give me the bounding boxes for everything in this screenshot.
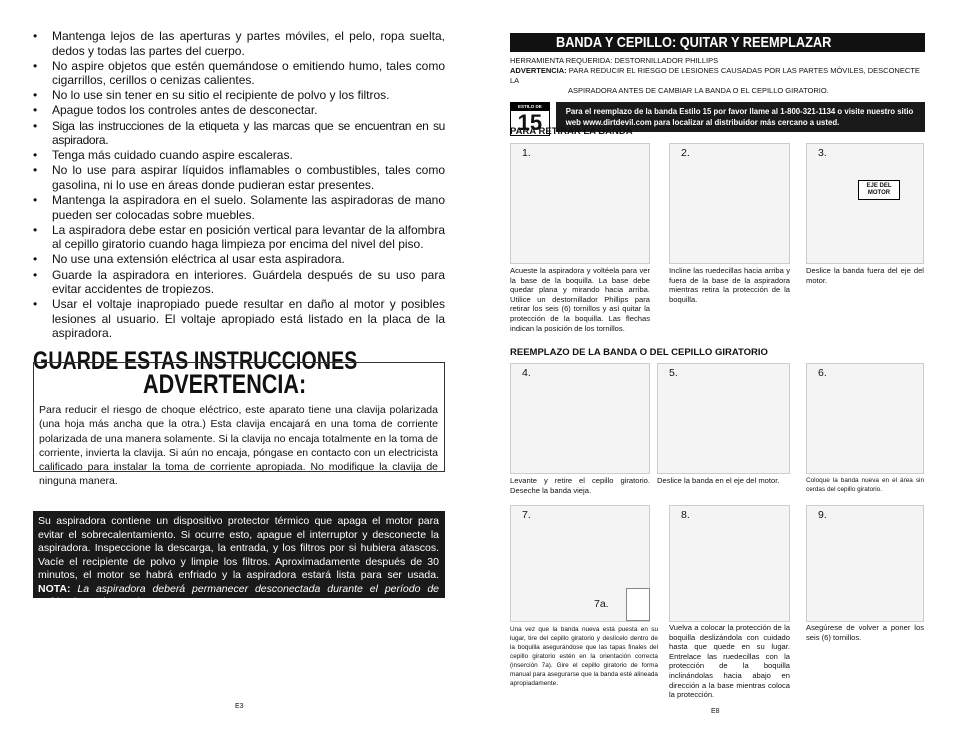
safety-bullet: No lo use para aspirar líquidos inflamab…: [33, 163, 445, 192]
step-illustration: [510, 363, 650, 474]
belt-style-note: Para el reemplazo de la banda Estilo 15 …: [555, 102, 925, 132]
belt-style-number: 15: [517, 110, 543, 135]
belt-style-badge: ESTILO DE BANDA 15: [510, 102, 550, 136]
warning-line: ADVERTENCIA: PARA REDUCIR EL RIESGO DE L…: [510, 66, 925, 96]
step-7a-label: 7a.: [594, 598, 609, 610]
safety-bullet-list: Mantenga lejos de las aperturas y partes…: [33, 29, 445, 341]
step-number: 3.: [818, 147, 827, 159]
replace-belt-heading: REEMPLAZO DE LA BANDA O DEL CEPILLO GIRA…: [510, 347, 768, 358]
step-caption: Deslice la banda fuera del eje del motor…: [806, 266, 924, 285]
warning-title: ADVERTENCIA:: [143, 369, 307, 399]
left-page: Mantenga lejos de las aperturas y partes…: [33, 29, 445, 376]
step-illustration: [669, 143, 790, 264]
step-caption: Incline las ruedecillas hacia arriba y f…: [669, 266, 790, 304]
safety-bullet: Siga las instrucciones de la etiqueta y …: [33, 119, 445, 148]
step-7a-inset: [626, 588, 650, 621]
warning-text-1: PARA REDUCIR EL RIESGO DE LESIONES CAUSA…: [510, 66, 920, 85]
section-banner: BANDA Y CEPILLO: QUITAR Y REEMPLAZAR: [510, 33, 925, 52]
warning-label: ADVERTENCIA:: [510, 66, 567, 75]
step-caption: Coloque la banda nueva en el área sin ce…: [806, 477, 924, 493]
step-illustration: [510, 505, 650, 622]
step-number: 6.: [818, 367, 827, 379]
step-caption: Deslice la banda en el eje del motor.: [657, 476, 780, 485]
warning-text: Para reducir el riesgo de choque eléctri…: [39, 404, 438, 488]
step-caption: Levante y retire el cepillo giratorio. D…: [510, 476, 650, 495]
safety-bullet: Usar el voltaje inapropiado puede result…: [33, 297, 445, 341]
thermal-text: Su aspiradora contiene un dispositivo pr…: [38, 515, 439, 581]
save-instructions-heading: GUARDE ESTAS INSTRUCCIONES: [33, 346, 358, 375]
step-number: 2.: [681, 147, 690, 159]
safety-bullet: La aspiradora debe estar en posición ver…: [33, 223, 445, 252]
step-number: 7.: [522, 509, 531, 521]
step-illustration: [657, 363, 790, 474]
step-caption: Vuelva a colocar la protección de la boq…: [669, 623, 790, 700]
safety-bullet: No use una extensión eléctrica al usar e…: [33, 252, 445, 267]
belt-style-row: ESTILO DE BANDA 15 Para el reemplazo de …: [510, 102, 925, 136]
step-number: 5.: [669, 367, 678, 379]
step-illustration: [510, 143, 650, 264]
safety-bullet: Mantenga la aspiradora en el suelo. Sola…: [33, 193, 445, 222]
step-illustration: [806, 143, 924, 264]
safety-bullet: No aspire objetos que estén quemándose o…: [33, 59, 445, 88]
step-illustration: [806, 505, 924, 622]
tools-required: HERRAMIENTA REQUERIDA: DESTORNILLADOR PH…: [510, 56, 719, 65]
warning-box: ADVERTENCIA: Para reducir el riesgo de c…: [33, 362, 445, 487]
step-illustration: [806, 363, 924, 474]
step-number: 1.: [522, 147, 531, 159]
safety-bullet: Mantenga lejos de las aperturas y partes…: [33, 29, 445, 58]
safety-bullet: Guarde la aspiradora en interiores. Guár…: [33, 268, 445, 297]
thermal-note: La aspiradora deberá permanecer desconec…: [38, 582, 440, 609]
step-caption: Una vez que la banda nueva está puesta e…: [510, 626, 658, 687]
remove-belt-heading: PARA RETIRAR LA BANDA: [510, 126, 633, 137]
warning-text-2: ASPIRADORA ANTES DE CAMBIAR LA BANDA O E…: [568, 86, 829, 95]
section-banner-text: BANDA Y CEPILLO: QUITAR Y REEMPLAZAR: [556, 34, 832, 51]
step-illustration: [669, 505, 790, 622]
step-number: 4.: [522, 367, 531, 379]
step-number: 9.: [818, 509, 827, 521]
step-caption: Acueste la aspiradora y voltéela para ve…: [510, 266, 650, 333]
thermal-protector-box: Su aspiradora contiene un dispositivo pr…: [33, 511, 445, 608]
belt-style-label: ESTILO DE BANDA: [511, 103, 549, 117]
motor-shaft-label: EJE DEL MOTOR: [858, 180, 900, 200]
safety-bullet: No lo use sin tener en su sitio el recip…: [33, 88, 445, 103]
safety-bullet: Tenga más cuidado cuando aspire escalera…: [33, 148, 445, 163]
page-number-right: E8: [711, 708, 720, 715]
right-page: BANDA Y CEPILLO: QUITAR Y REEMPLAZAR HER…: [510, 33, 925, 136]
safety-bullet: Apague todos los controles antes de desc…: [33, 103, 445, 118]
step-caption: Asegúrese de volver a poner los seis (6)…: [806, 623, 924, 642]
step-number: 8.: [681, 509, 690, 521]
thermal-note-label: NOTA:: [38, 582, 71, 595]
page-number-left: E3: [235, 703, 244, 710]
